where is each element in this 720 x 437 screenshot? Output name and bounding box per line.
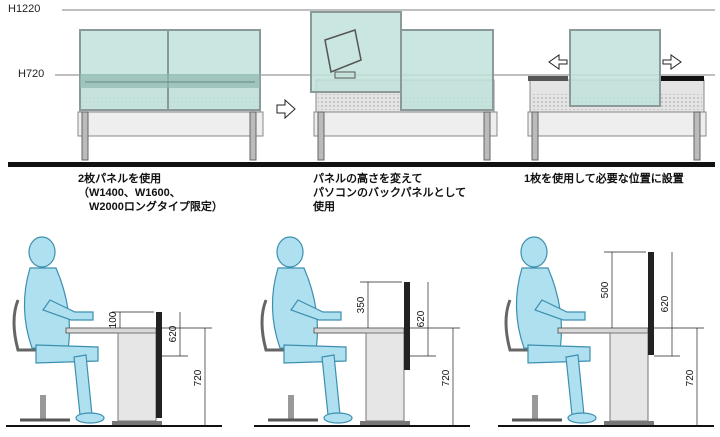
- figure-arm: [290, 299, 342, 321]
- desk-foot: [112, 421, 162, 425]
- chair-post: [532, 395, 538, 419]
- figure-shin: [565, 354, 585, 416]
- dim-gap-label: 350: [356, 296, 367, 313]
- figure-thigh: [527, 344, 591, 364]
- chair-post: [40, 395, 46, 419]
- desk-two-panels: [77, 29, 264, 161]
- seated-diagram-2: 350 620 720: [254, 236, 470, 427]
- figure-shin: [73, 354, 93, 416]
- desk-top: [313, 327, 405, 334]
- screen-panel: [648, 252, 654, 355]
- desk-side: [365, 332, 405, 422]
- figure-shin: [321, 354, 341, 416]
- dim-panel-label: 620: [168, 325, 179, 342]
- caption-raised-panel: パネルの高さを変えて パソコンのバックパネルとして 使用: [313, 173, 467, 213]
- caption-two-panels: 2枚パネルを使用 （W1400、W1600、 W2000ロングタイプ限定）: [78, 173, 223, 213]
- panel-raised: [310, 11, 402, 93]
- height-label-h1220: H1220: [6, 3, 43, 15]
- right-arrow-icon: [662, 54, 682, 70]
- screen-panel: [156, 312, 162, 418]
- desk-foot: [604, 421, 654, 425]
- figure-thigh: [35, 344, 99, 364]
- dim-desk-label: 720: [685, 369, 696, 386]
- desk-foot: [360, 421, 410, 425]
- figure-arm: [534, 299, 586, 321]
- seated-diagram-3: 500 620 720: [498, 236, 714, 427]
- dim-panel-label: 620: [416, 310, 427, 327]
- dim-desk-label: 720: [441, 369, 452, 386]
- figure-thigh: [283, 344, 347, 364]
- seated-diagram-1: 100 620 720: [6, 236, 222, 427]
- dim-gap-label: 500: [600, 281, 611, 298]
- figure-foot: [323, 412, 353, 424]
- panel-right: [167, 29, 261, 111]
- figure-arm: [42, 299, 94, 321]
- pc-monitor-icon: [324, 29, 362, 74]
- screen-panel: [404, 282, 410, 370]
- panel-normal: [400, 29, 494, 111]
- figure-foot: [567, 412, 597, 424]
- desk-top: [557, 327, 649, 334]
- right-arrow-icon: [276, 98, 296, 120]
- figure-foot: [75, 412, 105, 424]
- dim-panel-label: 620: [660, 295, 671, 312]
- panel-single: [569, 29, 661, 107]
- height-label-h720: H720: [16, 68, 47, 80]
- desk-single-panel: [527, 29, 707, 161]
- chair-post: [288, 395, 294, 419]
- left-arrow-icon: [548, 54, 568, 70]
- chair-back: [12, 299, 48, 352]
- panel-left: [79, 29, 169, 111]
- floor-top: [8, 162, 715, 167]
- chair-back: [260, 299, 296, 352]
- desk-raised-panel: [310, 11, 498, 161]
- figure-head: [276, 236, 304, 268]
- dim-gap-label: 100: [108, 311, 119, 328]
- dim-desk-label: 720: [193, 369, 204, 386]
- desk-side: [117, 332, 157, 422]
- caption-single-panel: 1枚を使用して必要な位置に設置: [524, 173, 684, 185]
- desk-side: [609, 332, 649, 422]
- chair-back: [504, 299, 540, 352]
- figure-head: [520, 236, 548, 268]
- figure-head: [28, 236, 56, 268]
